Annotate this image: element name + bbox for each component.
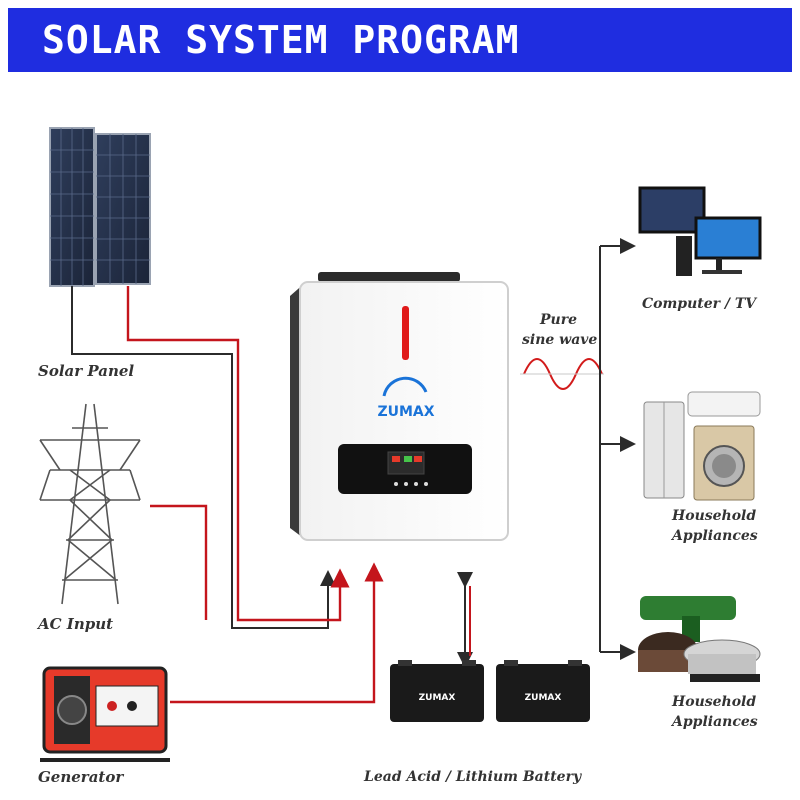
power-tower-icon [39, 403, 141, 605]
generator-red-wire [170, 562, 384, 704]
label-household-2: Household [672, 694, 757, 710]
household-appliances-icon [643, 391, 761, 501]
solar-panel-icon [49, 127, 151, 287]
generator-icon [40, 666, 170, 762]
label-appliances-1: Appliances [672, 528, 758, 544]
label-computer-tv: Computer / TV [642, 296, 757, 312]
household-tools-icon [638, 596, 761, 682]
battery-icon [390, 660, 590, 722]
label-ac-input: AC Input [38, 615, 114, 633]
label-generator: Generator [38, 768, 124, 786]
sine-wave [523, 358, 603, 390]
label-solar-panel: Solar Panel [38, 362, 135, 380]
battery-logo-right: ZUMAX [525, 693, 562, 703]
label-household-1: Household [672, 508, 757, 524]
solar-red-wire [126, 286, 350, 622]
title-banner: SOLAR SYSTEM PROGRAM [8, 8, 792, 72]
page-title: SOLAR SYSTEM PROGRAM [42, 18, 520, 62]
inverter-logo: ZUMAX [377, 404, 434, 420]
ac-red-wire [150, 504, 208, 620]
label-appliances-2: Appliances [672, 714, 758, 730]
computer-tv-icon [638, 186, 762, 276]
solar-black-wire [71, 286, 336, 629]
battery-logo-left: ZUMAX [419, 693, 456, 703]
label-battery: Lead Acid / Lithium Battery [364, 769, 582, 785]
label-pure: Pure [540, 312, 577, 328]
label-sine-wave: sine wave [522, 332, 598, 348]
inverter-unit [290, 272, 509, 541]
